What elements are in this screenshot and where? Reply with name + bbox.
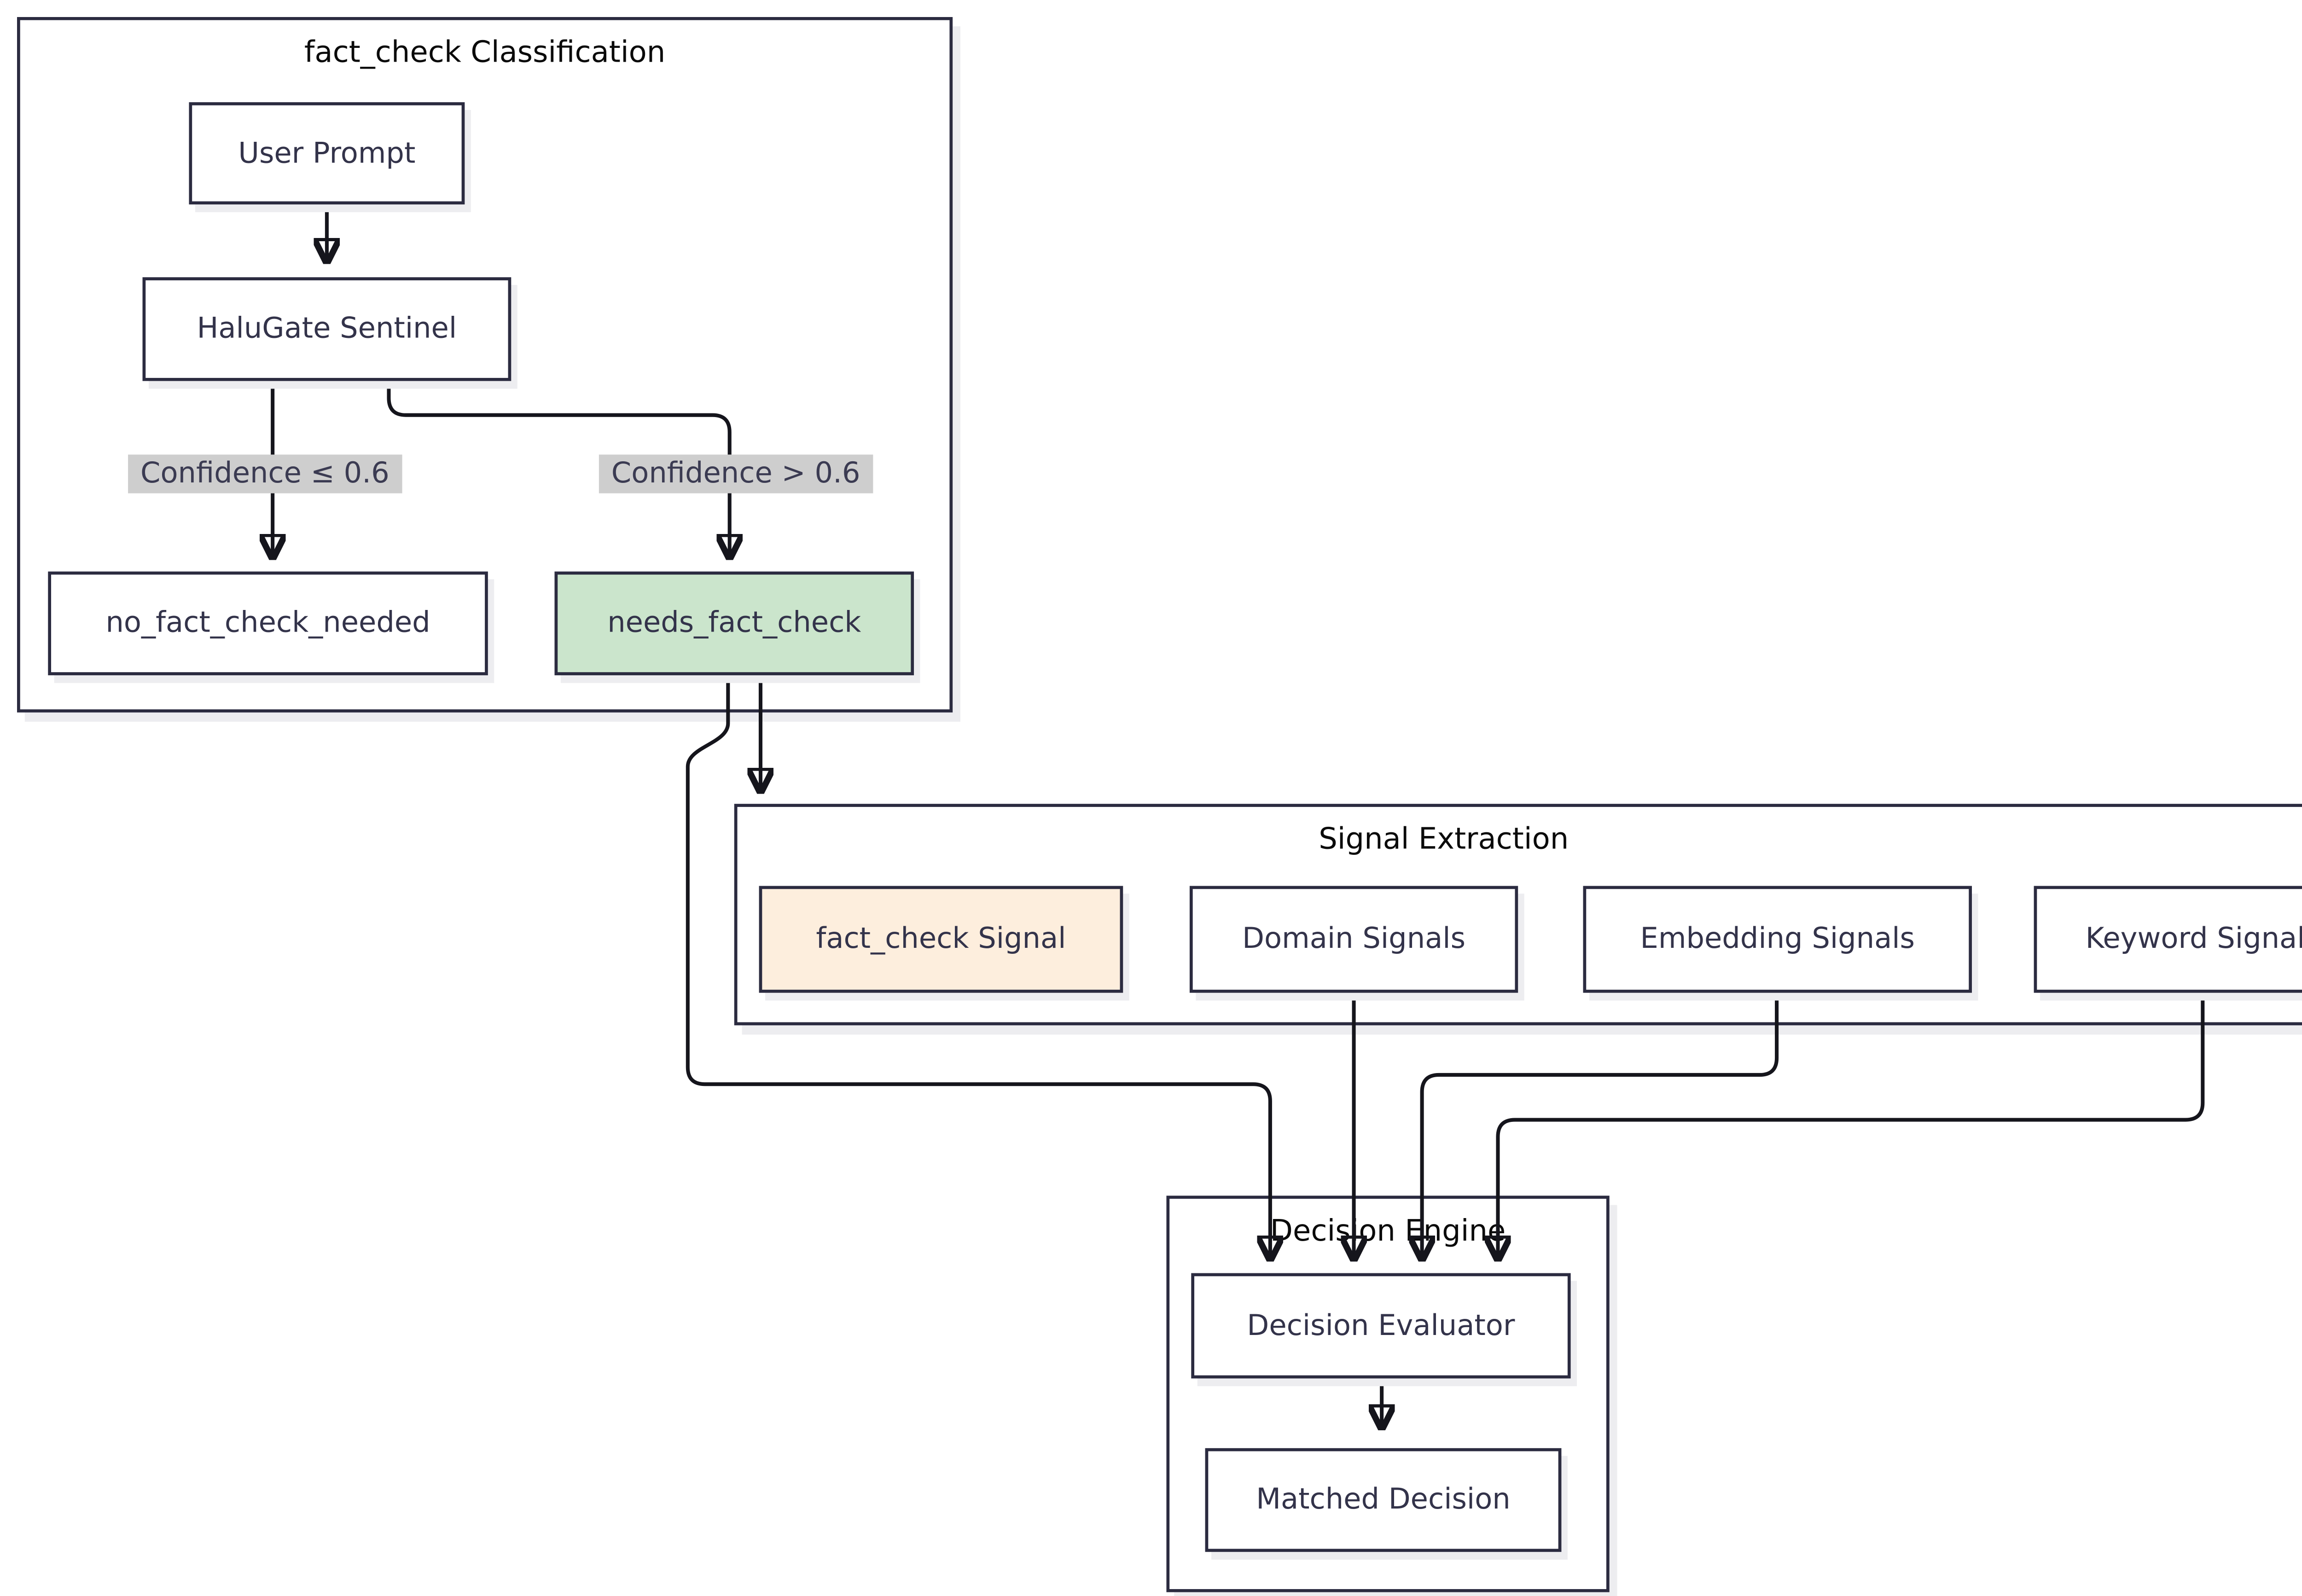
edge-embedding-signals-to-decision-evaluator — [1422, 994, 1779, 1258]
node-user-prompt: User Prompt — [189, 102, 465, 205]
node-decision-evaluator: Decision Evaluator — [1191, 1273, 1571, 1379]
node-decision-evaluator-label: Decision Evaluator — [1247, 1309, 1515, 1342]
node-embedding-signals: Embedding Signals — [1583, 886, 1972, 993]
node-needs-fact-check-label: needs_fact_check — [607, 607, 861, 640]
cluster-fact-check-classification-title: fact_check Classification — [304, 35, 666, 70]
node-matched-decision-label: Matched Decision — [1256, 1484, 1511, 1516]
node-halugate-sentinel-label: HaluGate Sentinel — [197, 313, 457, 346]
edge-keyword-signals-to-decision-evaluator — [1498, 994, 2205, 1258]
cluster-decision-engine-title: Decision Engine — [1270, 1214, 1506, 1248]
node-no-fact-check-needed: no_fact_check_needed — [48, 571, 488, 675]
edge-halugate-to-needs-fact-check — [387, 381, 729, 556]
edge-label-confidence-high: Confidence > 0.6 — [599, 454, 873, 493]
node-no-fact-check-needed-label: no_fact_check_needed — [105, 607, 430, 640]
node-fact-check-signal: fact_check Signal — [759, 886, 1123, 993]
node-matched-decision: Matched Decision — [1205, 1448, 1562, 1552]
cluster-signal-extraction-title: Signal Extraction — [1319, 822, 1569, 857]
node-keyword-signals: Keyword Signals — [2034, 886, 2302, 993]
node-domain-signals-label: Domain Signals — [1242, 923, 1466, 956]
node-user-prompt-label: User Prompt — [238, 137, 416, 170]
edge-needs-fact-check-to-decision-evaluator — [686, 678, 1270, 1258]
edge-label-confidence-low: Confidence ≤ 0.6 — [128, 454, 402, 493]
node-domain-signals: Domain Signals — [1189, 886, 1518, 993]
node-needs-fact-check: needs_fact_check — [554, 571, 914, 675]
node-embedding-signals-label: Embedding Signals — [1640, 923, 1915, 956]
node-fact-check-signal-label: fact_check Signal — [816, 923, 1066, 956]
node-halugate-sentinel: HaluGate Sentinel — [142, 277, 512, 381]
node-keyword-signals-label: Keyword Signals — [2085, 923, 2302, 956]
